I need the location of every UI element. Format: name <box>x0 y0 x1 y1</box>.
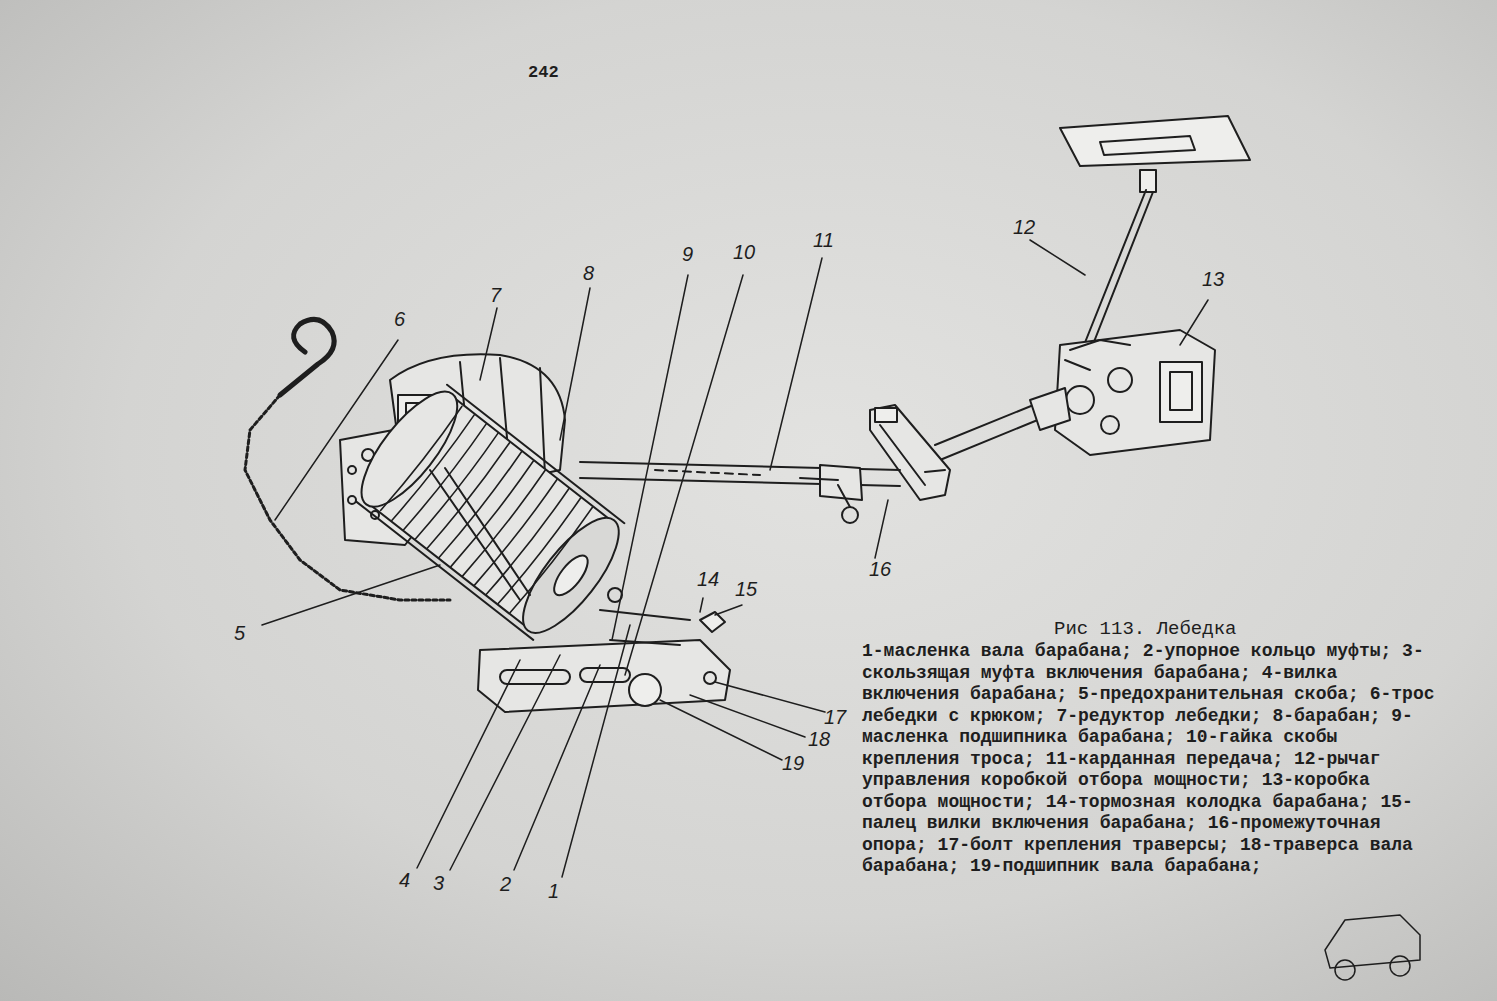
figure-caption: 1-масленка вала барабана; 2-упорное коль… <box>862 641 1442 878</box>
callout-number: 9 <box>682 243 693 265</box>
callout-number: 17 <box>824 706 846 728</box>
callout-number: 13 <box>1202 268 1224 290</box>
callout-number: 12 <box>1013 216 1035 238</box>
callout-number: 19 <box>782 752 804 774</box>
callout-number: 16 <box>869 558 891 580</box>
callout-number: 1 <box>548 880 559 902</box>
callout-number: 15 <box>735 578 757 600</box>
callout-number: 3 <box>433 872 444 894</box>
callout-number: 11 <box>813 229 834 251</box>
callout-number: 8 <box>583 262 594 284</box>
page-number: 242 <box>528 62 559 84</box>
callout-number: 14 <box>697 568 719 590</box>
callout-number: 7 <box>490 284 501 306</box>
callout-number: 4 <box>399 869 410 891</box>
figure-title: Рис 113. Лебедка <box>1054 618 1384 640</box>
callout-number: 5 <box>234 622 245 644</box>
callout-number: 10 <box>733 241 755 263</box>
callout-number: 2 <box>500 873 511 895</box>
callout-number: 6 <box>394 308 405 330</box>
callout-number: 18 <box>808 728 830 750</box>
